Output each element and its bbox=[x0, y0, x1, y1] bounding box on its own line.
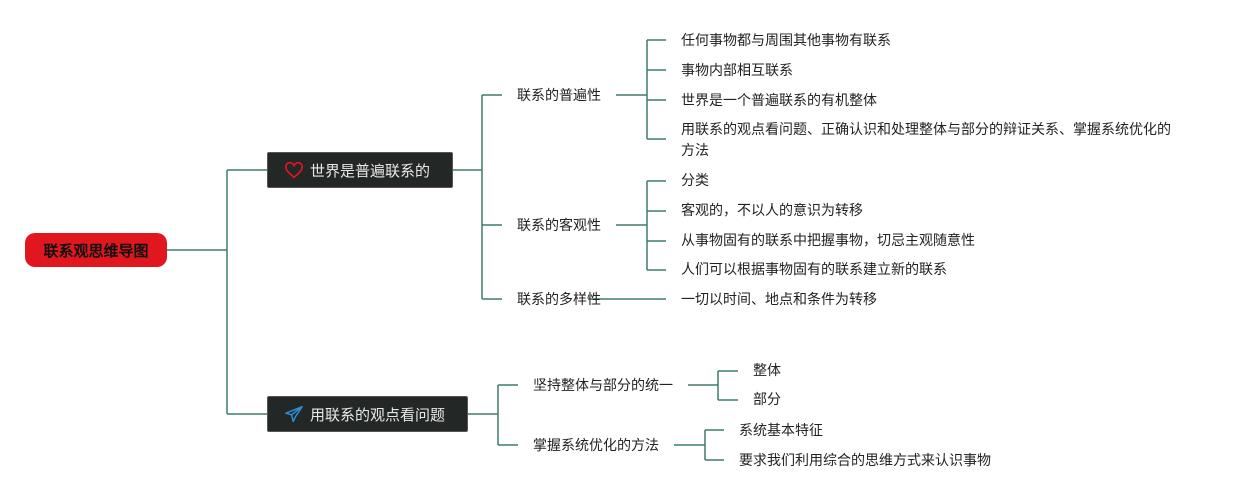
subtopic-system-optimization[interactable]: 掌握系统优化的方法 bbox=[533, 438, 659, 454]
connector-branch-2 bbox=[468, 384, 518, 446]
connector-root bbox=[167, 169, 267, 415]
subtopic-whole-part-unity[interactable]: 坚持整体与部分的统一 bbox=[533, 378, 673, 394]
connector-branch-1 bbox=[453, 94, 502, 300]
leaf-item[interactable]: 从事物固有的联系中把握事物，切忌主观随意性 bbox=[681, 233, 975, 249]
branch-label: 用联系的观点看问题 bbox=[310, 405, 446, 424]
leaf-item[interactable]: 系统基本特征 bbox=[739, 423, 823, 439]
leaf-item[interactable]: 事物内部相互联系 bbox=[681, 63, 793, 79]
leaf-item[interactable]: 一切以时间、地点和条件为转移 bbox=[681, 292, 877, 308]
branch-node-universal-connection[interactable]: 世界是普遍联系的 bbox=[267, 152, 453, 188]
leaf-item[interactable]: 任何事物都与周围其他事物有联系 bbox=[681, 33, 891, 49]
connector-universal bbox=[616, 39, 666, 140]
branch-label: 世界是普遍联系的 bbox=[310, 161, 431, 180]
leaf-item[interactable]: 客观的，不以人的意识为转移 bbox=[681, 203, 863, 219]
subtopic-objectivity[interactable]: 联系的客观性 bbox=[517, 218, 601, 234]
connector-objective bbox=[616, 180, 666, 271]
leaf-item[interactable]: 整体 bbox=[753, 363, 781, 379]
leaf-item[interactable]: 人们可以根据事物固有的联系建立新的联系 bbox=[681, 262, 947, 278]
leaf-item[interactable]: 要求我们利用综合的思维方式来认识事物 bbox=[739, 453, 991, 469]
connector-system bbox=[674, 429, 724, 461]
heart-icon bbox=[284, 161, 304, 179]
root-label: 联系观思维导图 bbox=[43, 241, 149, 260]
subtopic-diversity[interactable]: 联系的多样性 bbox=[517, 292, 601, 308]
leaf-item[interactable]: 分类 bbox=[681, 173, 709, 189]
leaf-item[interactable]: 部分 bbox=[753, 392, 781, 408]
root-node[interactable]: 联系观思维导图 bbox=[25, 233, 167, 267]
connector-whole-part bbox=[688, 370, 738, 401]
branch-node-connection-viewpoint[interactable]: 用联系的观点看问题 bbox=[267, 396, 468, 432]
leaf-item[interactable]: 用联系的观点看问题、正确认识和处理整体与部分的辩证关系、掌握系统优化的方法 bbox=[681, 122, 1171, 159]
paper-plane-icon bbox=[284, 405, 304, 423]
subtopic-universality[interactable]: 联系的普遍性 bbox=[517, 88, 601, 104]
leaf-item[interactable]: 世界是一个普遍联系的有机整体 bbox=[681, 93, 877, 109]
